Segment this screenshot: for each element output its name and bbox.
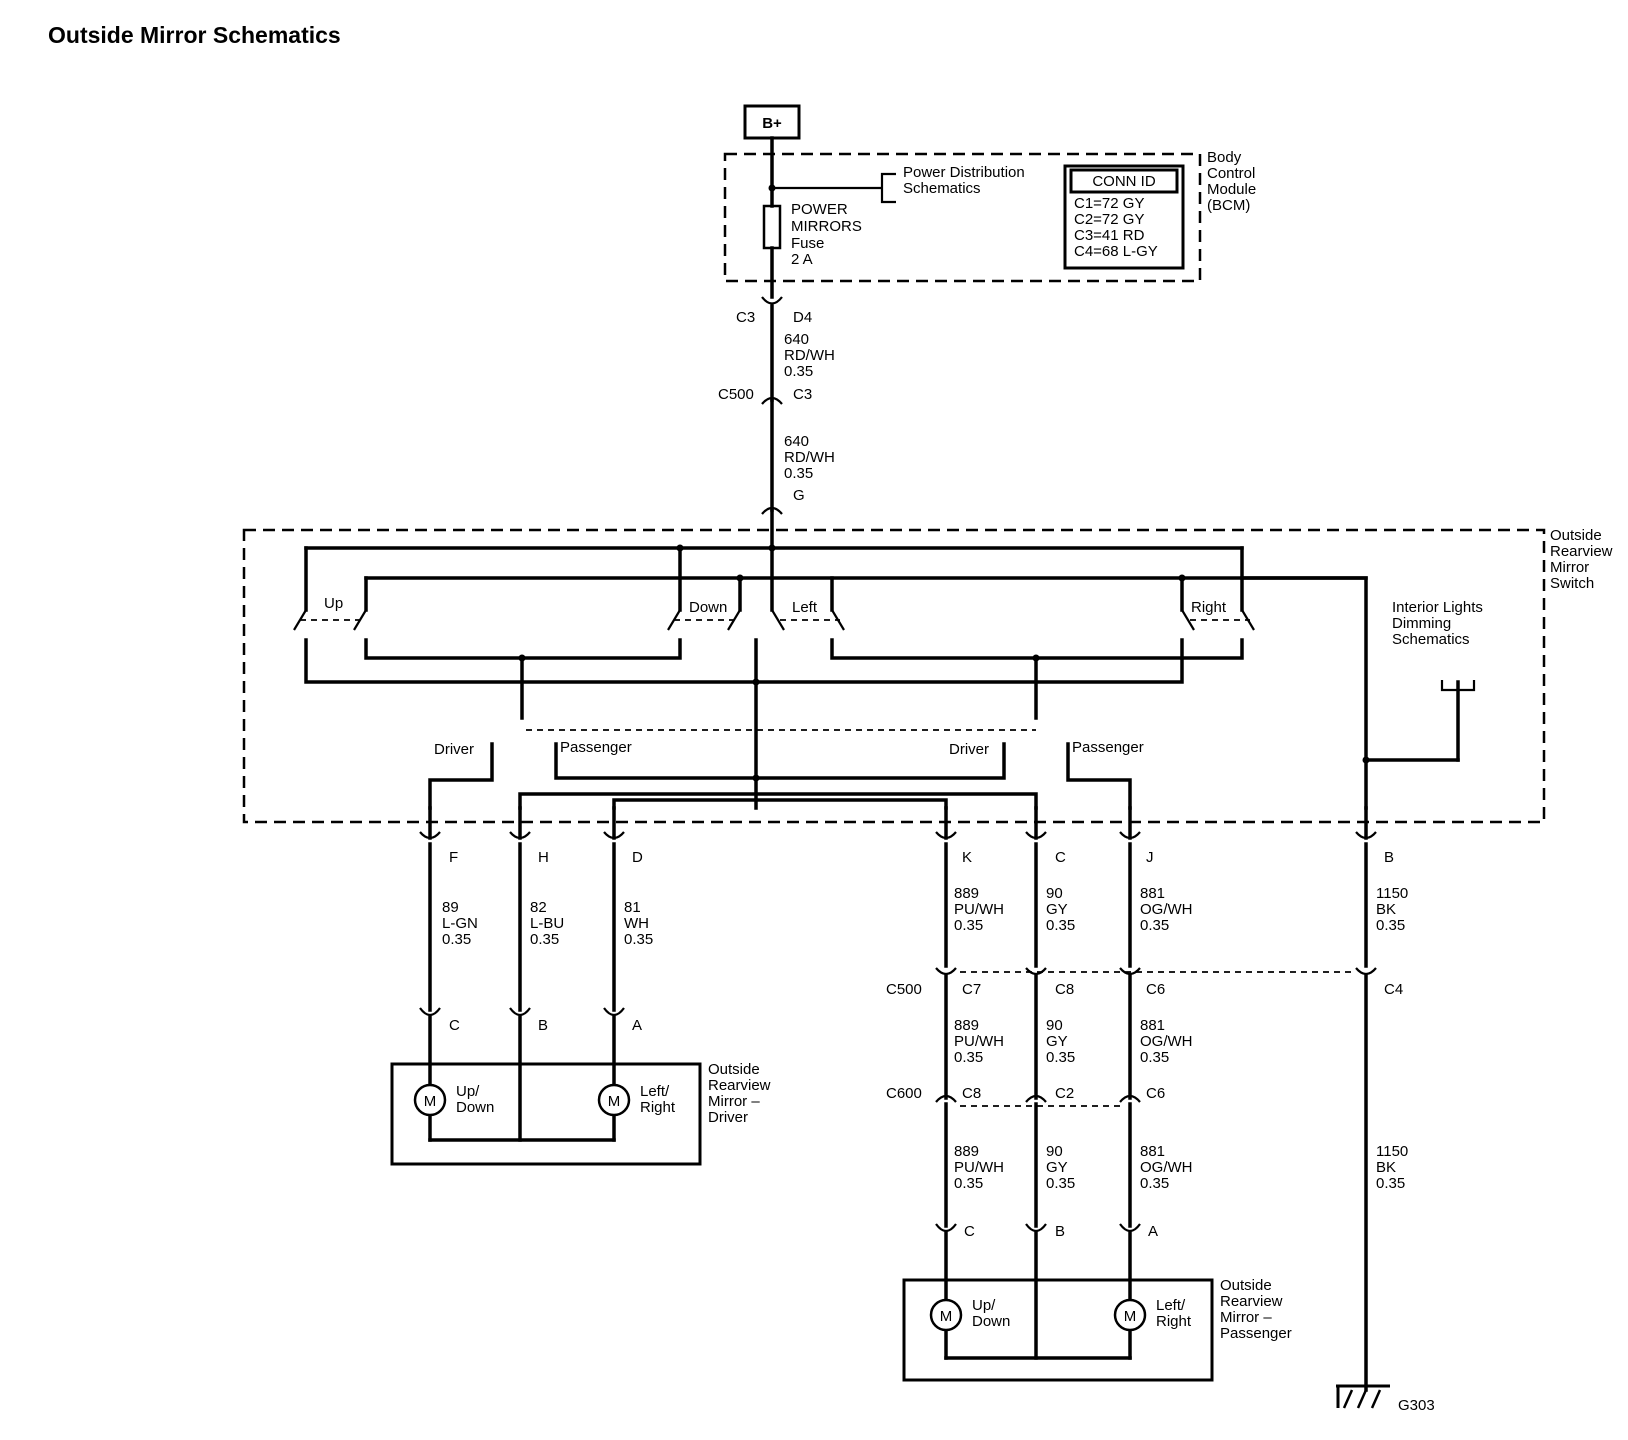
driver-mirror-module: M M Up/ Down Left/ Right Outside Rearvie… bbox=[390, 1061, 775, 1166]
passenger-wires bbox=[935, 842, 1377, 1392]
svg-text:M: M bbox=[940, 1308, 953, 1325]
pin-c3-upper: C3 bbox=[793, 386, 812, 403]
pin-j: J bbox=[1146, 849, 1154, 866]
fuse-label: POWER MIRRORS Fuse 2 A bbox=[791, 201, 866, 268]
page-title: Outside Mirror Schematics bbox=[48, 22, 341, 48]
svg-text:M: M bbox=[424, 1093, 437, 1110]
pin-k: K bbox=[962, 849, 972, 866]
wire-881-bot: 881 OG/WH 0.35 bbox=[1140, 1143, 1197, 1192]
driver-pin-b: B bbox=[538, 1017, 548, 1034]
c600-pin-c2: C2 bbox=[1055, 1085, 1074, 1102]
pass-leftright-motor bbox=[1113, 1298, 1147, 1332]
battery-positive-block: B+ bbox=[743, 104, 801, 140]
pin-d4: D4 bbox=[793, 309, 812, 326]
connector-c500-lower: C500 bbox=[886, 981, 922, 998]
selector-driver-right: Driver bbox=[949, 741, 989, 758]
pass-updown-motor bbox=[929, 1298, 963, 1332]
bcm-module: Body Control Module (BCM) CONN ID C1=72 … bbox=[723, 149, 1260, 283]
connector-c600: C600 bbox=[886, 1085, 922, 1102]
driver-pin-c: C bbox=[449, 1017, 460, 1034]
svg-text:M: M bbox=[1124, 1308, 1137, 1325]
switch-output-pins bbox=[419, 806, 1377, 840]
pin-g: G bbox=[793, 487, 805, 504]
selector-passenger-right: Passenger bbox=[1072, 739, 1144, 756]
wire-1150-bot: 1150 BK 0.35 bbox=[1376, 1143, 1412, 1192]
pin-d: D bbox=[632, 849, 643, 866]
wire-81: 81 WH 0.35 bbox=[624, 899, 653, 948]
driver-leftright-motor bbox=[597, 1083, 631, 1117]
c500-pin-c4: C4 bbox=[1384, 981, 1403, 998]
switch-down-label: Down bbox=[689, 599, 727, 616]
mirror-switch-label: Outside Rearview Mirror Switch bbox=[1550, 527, 1617, 592]
pass-pin-b: B bbox=[1055, 1223, 1065, 1240]
driver-leftright-label: Left/ Right bbox=[640, 1083, 676, 1116]
wire-889-mid: 889 PU/WH 0.35 bbox=[954, 1017, 1008, 1066]
bcm-label: Body Control Module (BCM) bbox=[1207, 149, 1260, 214]
pin-c: C bbox=[1055, 849, 1066, 866]
switch-left-label: Left bbox=[792, 599, 818, 616]
wire-889-bot: 889 PU/WH 0.35 bbox=[954, 1143, 1008, 1192]
driver-pin-a: A bbox=[632, 1017, 642, 1034]
selector-driver-left: Driver bbox=[434, 741, 474, 758]
c500-pin-c8: C8 bbox=[1055, 981, 1074, 998]
wire-89: 89 L-GN 0.35 bbox=[442, 899, 482, 948]
wire-90-bot: 90 GY 0.35 bbox=[1046, 1143, 1075, 1192]
wire-640-upper: 640 RD/WH 0.35 bbox=[784, 331, 839, 380]
pin-b: B bbox=[1384, 849, 1394, 866]
feed-wire bbox=[761, 136, 783, 550]
driver-updown-motor bbox=[413, 1083, 447, 1117]
driver-mirror-label: Outside Rearview Mirror – Driver bbox=[708, 1061, 775, 1126]
selector-passenger-left: Passenger bbox=[560, 739, 632, 756]
pass-updown-label: Up/ Down bbox=[972, 1297, 1010, 1330]
c600-pin-c8: C8 bbox=[962, 1085, 981, 1102]
mirror-switch-module: Outside Rearview Mirror Switch Up Down L… bbox=[242, 527, 1617, 824]
power-distribution-label: Power Distribution Schematics bbox=[903, 164, 1029, 197]
wire-82: 82 L-BU 0.35 bbox=[530, 899, 568, 948]
wire-90-top: 90 GY 0.35 bbox=[1046, 885, 1075, 934]
wire-889-top: 889 PU/WH 0.35 bbox=[954, 885, 1008, 934]
wire-881-mid: 881 OG/WH 0.35 bbox=[1140, 1017, 1197, 1066]
conn-id-rows: C1=72 GY C2=72 GY C3=41 RD C4=68 L-GY bbox=[1074, 195, 1158, 260]
switch-right-label: Right bbox=[1191, 599, 1227, 616]
ground-label: G303 bbox=[1398, 1397, 1435, 1414]
connector-c3: C3 bbox=[736, 309, 755, 326]
pass-leftright-label: Left/ Right bbox=[1156, 1297, 1192, 1330]
interior-lights-label: Interior Lights Dimming Schematics bbox=[1392, 599, 1487, 648]
switch-up-label: Up bbox=[324, 595, 343, 612]
wire-90-mid: 90 GY 0.35 bbox=[1046, 1017, 1075, 1066]
connector-c500-upper: C500 bbox=[718, 386, 754, 403]
c500-pin-c6: C6 bbox=[1146, 981, 1165, 998]
passenger-mirror-module: M M Up/ Down Left/ Right Outside Rearvie… bbox=[902, 1277, 1292, 1382]
driver-wires bbox=[419, 842, 625, 1142]
wire-640-lower: 640 RD/WH 0.35 bbox=[784, 433, 839, 482]
ground-symbol: G303 bbox=[1336, 1384, 1435, 1414]
c500-pin-c7: C7 bbox=[962, 981, 981, 998]
pin-f: F bbox=[449, 849, 458, 866]
wire-1150-top: 1150 BK 0.35 bbox=[1376, 885, 1412, 934]
svg-text:M: M bbox=[608, 1093, 621, 1110]
pin-h: H bbox=[538, 849, 549, 866]
bplus-label: B+ bbox=[762, 115, 782, 132]
fuse-symbol bbox=[762, 204, 782, 250]
pass-pin-c: C bbox=[964, 1223, 975, 1240]
pass-mirror-label: Outside Rearview Mirror – Passenger bbox=[1220, 1277, 1292, 1342]
c600-pin-c6: C6 bbox=[1146, 1085, 1165, 1102]
wire-881-top: 881 OG/WH 0.35 bbox=[1140, 885, 1197, 934]
driver-updown-label: Up/ Down bbox=[456, 1083, 494, 1116]
pass-pin-a: A bbox=[1148, 1223, 1158, 1240]
conn-id-header: CONN ID bbox=[1092, 173, 1156, 190]
